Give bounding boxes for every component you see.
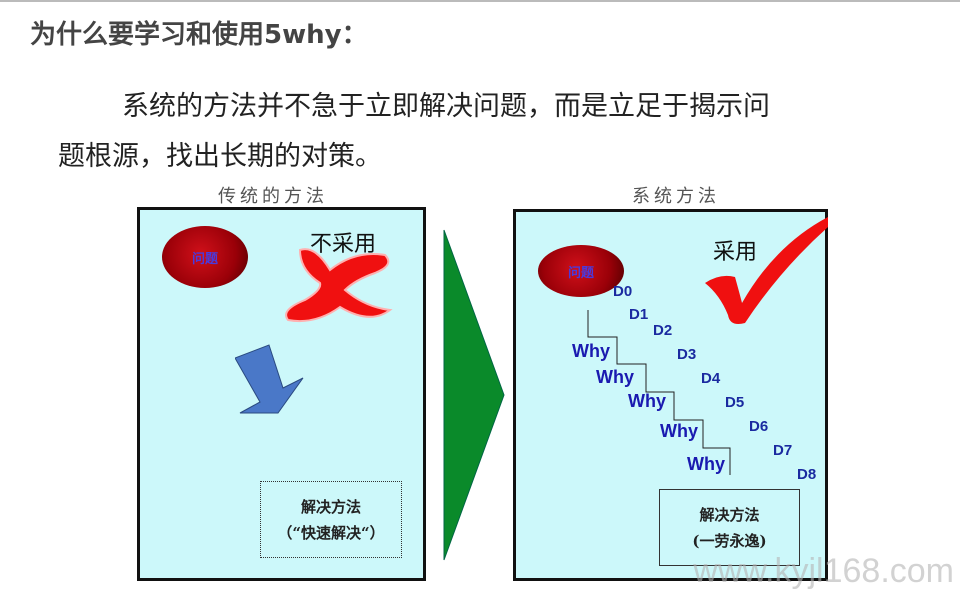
step-label: D2 [653,322,673,339]
why-label: Why [687,454,725,474]
why-label: Why [596,367,634,387]
transition-arrow-icon [443,229,505,561]
adopted-label: 采用 [713,240,758,265]
solution-note: （“快速解决“） [277,523,385,542]
not-adopted-label: 不采用 [310,232,377,257]
down-arrow-icon [235,344,304,414]
step-label: D3 [677,346,697,363]
step-label: D4 [701,370,721,387]
why-label: Why [628,391,666,411]
step-label: D6 [749,418,769,435]
step-label: D1 [629,306,649,323]
checkmark-icon [705,217,828,324]
paragraph-line-1: 系统的方法并不急于立即解决问题，而是立足于揭示问 [122,91,770,122]
step-label: D0 [613,283,633,300]
watermark: www.kyjl168.com [693,552,954,590]
why-label: Why [572,341,610,361]
top-divider [0,0,960,2]
right-caption: 系统方法 [632,186,720,207]
left-caption: 传统的方法 [218,186,328,207]
quick-fix-solution-box: 解决方法 （“快速解决“） [260,481,402,558]
solution-note: (一劳永逸) [692,531,767,550]
why-label: Why [660,421,698,441]
cross-icon [285,248,393,323]
step-label: D7 [773,442,793,459]
solution-label: 解决方法 [699,505,760,524]
solution-label: 解决方法 [300,497,361,516]
paragraph-line-2: 题根源，找出长期的对策。 [58,141,382,172]
step-label: D5 [725,394,745,411]
page-title: 为什么要学习和使用5why： [30,20,368,50]
problem-oval: 问题 [538,245,624,297]
step-label: D8 [797,466,817,483]
permanent-solution-box: 解决方法 (一劳永逸) [659,489,800,566]
problem-oval: 问题 [162,226,248,288]
